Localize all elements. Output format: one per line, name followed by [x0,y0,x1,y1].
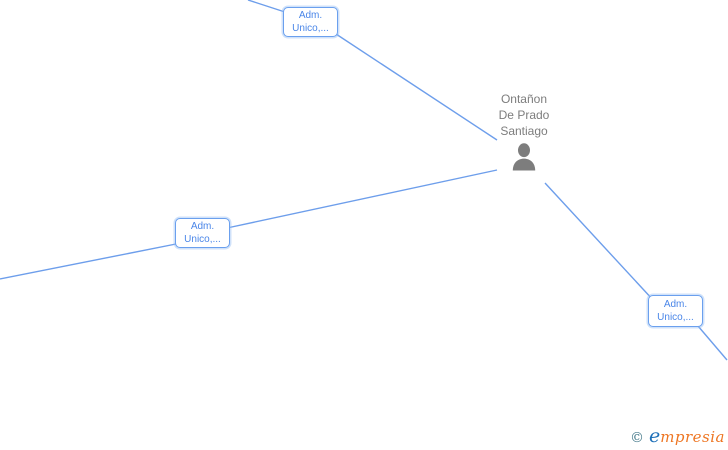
edge-label-line2: Unico,... [657,312,694,323]
edge-label-line1: Adm. [190,221,215,232]
person-name-line2: De Prado [498,108,550,122]
empresia-logo-text: mpresia [660,428,725,446]
empresia-watermark: ©empresia [630,425,725,447]
edge-line-segment [247,0,289,14]
edge-label-line2: Unico,... [184,234,221,245]
edge-label-line1: Adm. [298,10,323,21]
person-name-line1: Ontañon [500,92,548,106]
edge-label-adm-unico-top[interactable]: Adm. Unico,... [283,7,338,37]
edge-line-segment [226,169,498,229]
person-node-ontanon-de-prado-santiago[interactable]: Ontañon De Prado Santiago [464,91,584,171]
edge-label-adm-unico-bottom-right[interactable]: Adm. Unico,... [648,295,703,327]
edge-line-segment [0,242,182,280]
edge-line-segment [697,325,728,361]
empresia-logo-initial: e [648,425,661,447]
person-name-line3: Santiago [500,124,548,138]
person-name-label: Ontañon De Prado Santiago [464,91,584,139]
edge-label-line2: Unico,... [292,23,329,34]
edge-line-segment [544,182,655,302]
edge-label-adm-unico-left[interactable]: Adm. Unico,... [175,218,230,248]
edge-label-line1: Adm. [663,299,688,310]
copyright-icon: © [629,430,644,446]
person-icon [512,143,536,171]
